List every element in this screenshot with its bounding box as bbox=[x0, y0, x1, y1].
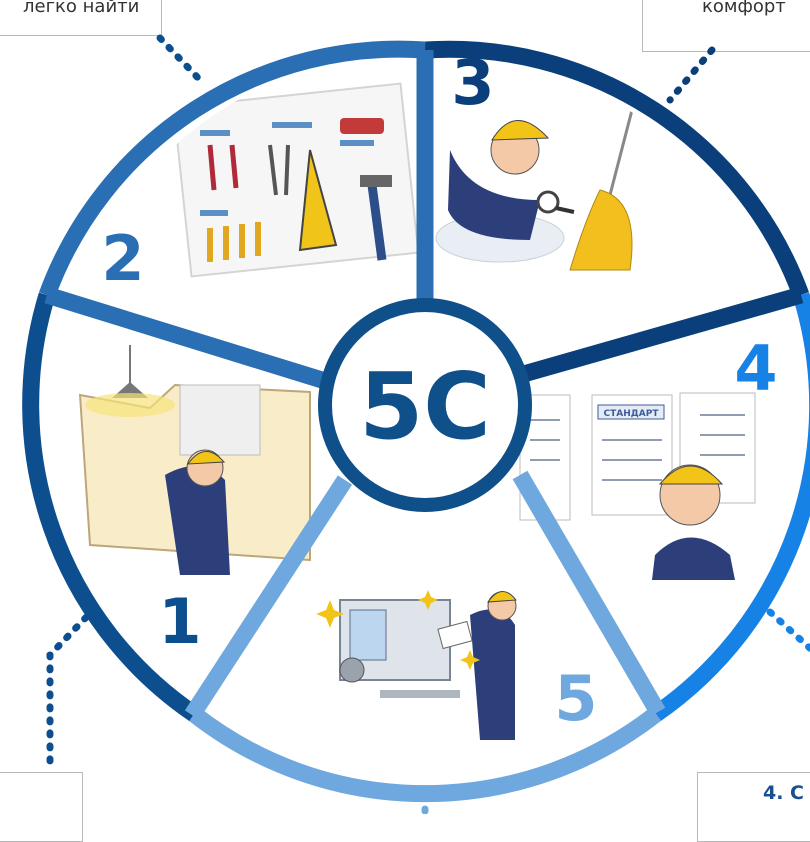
sector-illustrations: СТАНДАРТ bbox=[78, 82, 756, 740]
callout-top-left-text: легко найти bbox=[23, 0, 140, 17]
lighting-worker-illustration bbox=[78, 345, 311, 575]
ring-arc-4 bbox=[651, 292, 810, 721]
tool-board-illustration bbox=[172, 82, 420, 278]
inspection-worker-illustration bbox=[316, 590, 517, 740]
divider-1-2 bbox=[44, 286, 325, 389]
ring-arc-3 bbox=[424, 40, 809, 298]
center-circle bbox=[318, 298, 532, 512]
connector-top-left bbox=[156, 34, 204, 84]
sector-number-4: 4 bbox=[734, 332, 777, 405]
sector-number-3: 3 bbox=[451, 46, 494, 119]
callout-top-right-text: комфорт bbox=[702, 0, 786, 17]
outer-ring bbox=[22, 40, 810, 803]
five-s-diagram: СТАНДАРТ bbox=[22, 34, 810, 814]
callout-top-right: комфорт bbox=[642, 0, 810, 52]
ring-arc-2 bbox=[39, 40, 426, 298]
radial-dividers bbox=[44, 50, 804, 720]
divider-3-4 bbox=[517, 286, 804, 384]
connector-top-right bbox=[666, 46, 716, 104]
standard-sign: СТАНДАРТ bbox=[604, 409, 660, 419]
callout-top-left: легко найти bbox=[0, 0, 162, 36]
ring-arc-5 bbox=[188, 707, 662, 803]
sector-number-2: 2 bbox=[101, 222, 144, 295]
connector-bottom-left bbox=[46, 604, 99, 774]
cleaning-worker-illustration bbox=[435, 109, 634, 271]
center-label: 5С bbox=[359, 353, 491, 460]
ring-arc-1 bbox=[22, 292, 199, 722]
callout-bottom-right-text: 4. С bbox=[763, 782, 804, 804]
divider-4-5 bbox=[512, 470, 666, 717]
sector-number-1: 1 bbox=[158, 585, 201, 658]
sector-number-5: 5 bbox=[554, 662, 597, 735]
connector-bottom-right bbox=[766, 608, 810, 653]
divider-5-1 bbox=[184, 475, 353, 720]
standard-documents-illustration: СТАНДАРТ bbox=[519, 392, 756, 580]
